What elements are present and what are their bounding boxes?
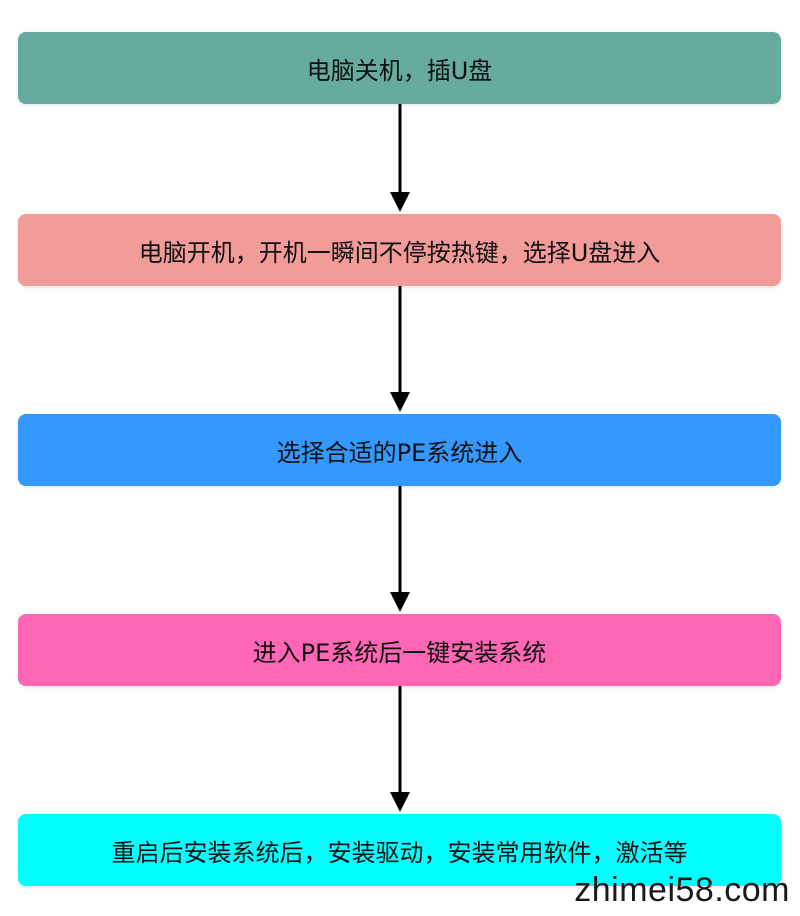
flow-step-one-click-install: 进入PE系统后一键安装系统 xyxy=(18,614,781,686)
flow-step-label: 选择合适的PE系统进入 xyxy=(276,438,523,467)
flow-arrow-down xyxy=(390,686,410,814)
flow-step-shutdown-insert-usb: 电脑关机，插U盘 xyxy=(18,32,781,104)
site-watermark: zhimei58.com xyxy=(574,871,790,909)
flow-step-label: 电脑开机，开机一瞬间不停按热键，选择U盘进入 xyxy=(138,238,661,267)
flow-step-reboot-drivers-activate: 重启后安装系统后，安装驱动，安装常用软件，激活等 xyxy=(18,814,781,886)
flow-arrow-down xyxy=(390,286,410,414)
flow-arrow-down xyxy=(390,104,410,214)
flow-step-choose-pe: 选择合适的PE系统进入 xyxy=(18,414,781,486)
flow-step-label: 进入PE系统后一键安装系统 xyxy=(252,638,547,667)
flow-arrow-down xyxy=(390,486,410,614)
flow-step-label: 重启后安装系统后，安装驱动，安装常用软件，激活等 xyxy=(111,838,688,867)
flow-step-label: 电脑关机，插U盘 xyxy=(306,56,493,85)
flow-step-boot-select-usb: 电脑开机，开机一瞬间不停按热键，选择U盘进入 xyxy=(18,214,781,286)
